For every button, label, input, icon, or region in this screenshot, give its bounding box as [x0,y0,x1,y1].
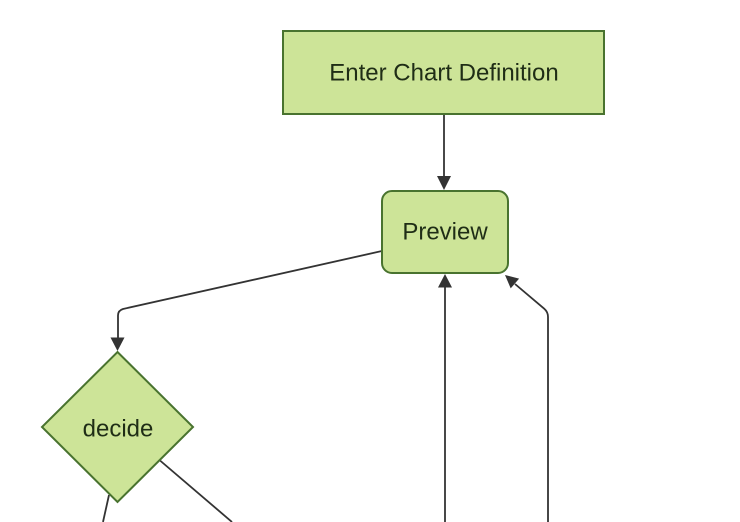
node-decide-shape [40,350,195,504]
edge-decide-down-right [159,459,233,522]
arrowhead-layer [110,176,520,351]
arrowhead-into-decide-top [110,337,125,351]
edge-layer [102,115,549,522]
node-label-decide: decide [83,416,154,443]
node-label-preview: Preview [402,219,488,246]
arrowhead-into-preview-bottom [438,274,452,288]
node-preview: Preview [381,190,509,274]
edge-preview-to-decide [117,250,383,338]
node-enter-chart-definition: Enter Chart Definition [282,30,605,115]
arrowhead-into-preview-top [437,176,451,190]
edge-bottom-right-to-preview [514,283,549,522]
node-decide: decide [40,350,195,504]
arrowhead-into-preview-bottom-right [505,275,520,289]
node-enter-chart-definition-shape [282,30,605,115]
node-preview-shape [381,190,509,274]
node-label-enter-chart-definition: Enter Chart Definition [329,60,558,87]
edge-decide-down-left [102,494,110,522]
